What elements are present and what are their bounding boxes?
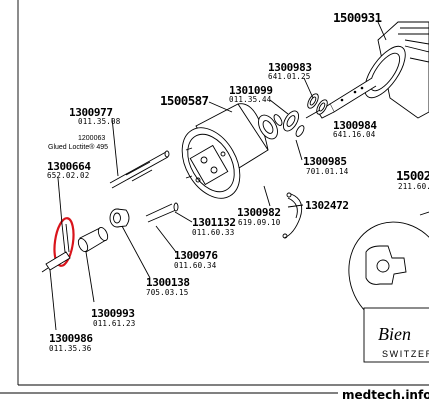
circlip-1302472: [282, 192, 303, 239]
code-1300993: 011.61.23: [93, 319, 135, 328]
code-1300984: 641.16.04: [333, 130, 376, 139]
pin-1300986: [41, 251, 71, 273]
label-1300986: 1300986: [49, 332, 93, 345]
note-glue: Glued Loctite® 495: [48, 143, 108, 151]
code-1300983: 641.01.25: [268, 72, 310, 81]
label-1500587: 1500587: [160, 93, 209, 108]
label-1301132: 1301132: [192, 216, 236, 229]
label-1300977: 1300977: [69, 106, 113, 119]
label-1300984: 1300984: [333, 119, 377, 132]
label-15002: 15002: [396, 168, 429, 183]
watermark: medtech.info: [342, 388, 429, 402]
washer-1301099: [282, 110, 305, 137]
sleeve-1300993: [77, 226, 109, 253]
brand-box: Bien SWITZER: [363, 307, 429, 363]
code-1300976: 011.60.34: [174, 261, 217, 270]
label-1300982: 1300982: [237, 206, 281, 219]
brand-name: Bien: [378, 324, 411, 344]
code-1301099: 011.35.44: [229, 95, 272, 104]
label-1300664: 1300664: [47, 160, 91, 173]
brand-country: SWITZER: [382, 349, 429, 359]
code-1300985: 701.01.14: [306, 167, 349, 176]
handpiece-body: [348, 211, 429, 329]
leader-lines: [49, 21, 387, 331]
note-ref: 1200063: [78, 135, 105, 142]
label-1300983: 1300983: [268, 61, 312, 74]
highlight-circle: [53, 217, 75, 267]
label-1300985: 1300985: [303, 155, 347, 168]
code-1300982: 619.09.10: [238, 218, 281, 227]
pin-1300664: [53, 217, 75, 267]
label-1300976: 1300976: [174, 249, 218, 262]
bushing-1300138: [109, 208, 130, 228]
code-1300138: 705.03.15: [146, 288, 188, 297]
motor-body-1500587: [181, 103, 283, 199]
screws-1301132: [145, 202, 179, 223]
label-1302472: 1302472: [305, 199, 349, 212]
label-1300138: 1300138: [146, 276, 190, 289]
code-15002: 211.60.: [398, 182, 429, 191]
label-1500931: 1500931: [333, 10, 382, 25]
code-1300664: 652.02.02: [47, 171, 89, 180]
rods-1300977: [109, 150, 170, 189]
code-1300977: 011.35.08: [78, 117, 121, 126]
code-1300986: 011.35.36: [49, 344, 92, 353]
ring-1300983: [307, 93, 319, 109]
label-1300993: 1300993: [91, 307, 135, 320]
code-1301132: 011.60.33: [192, 228, 234, 237]
label-1301099: 1301099: [229, 84, 273, 97]
watermark-bg: [338, 387, 429, 402]
motor-housing-1500931: [317, 21, 429, 119]
